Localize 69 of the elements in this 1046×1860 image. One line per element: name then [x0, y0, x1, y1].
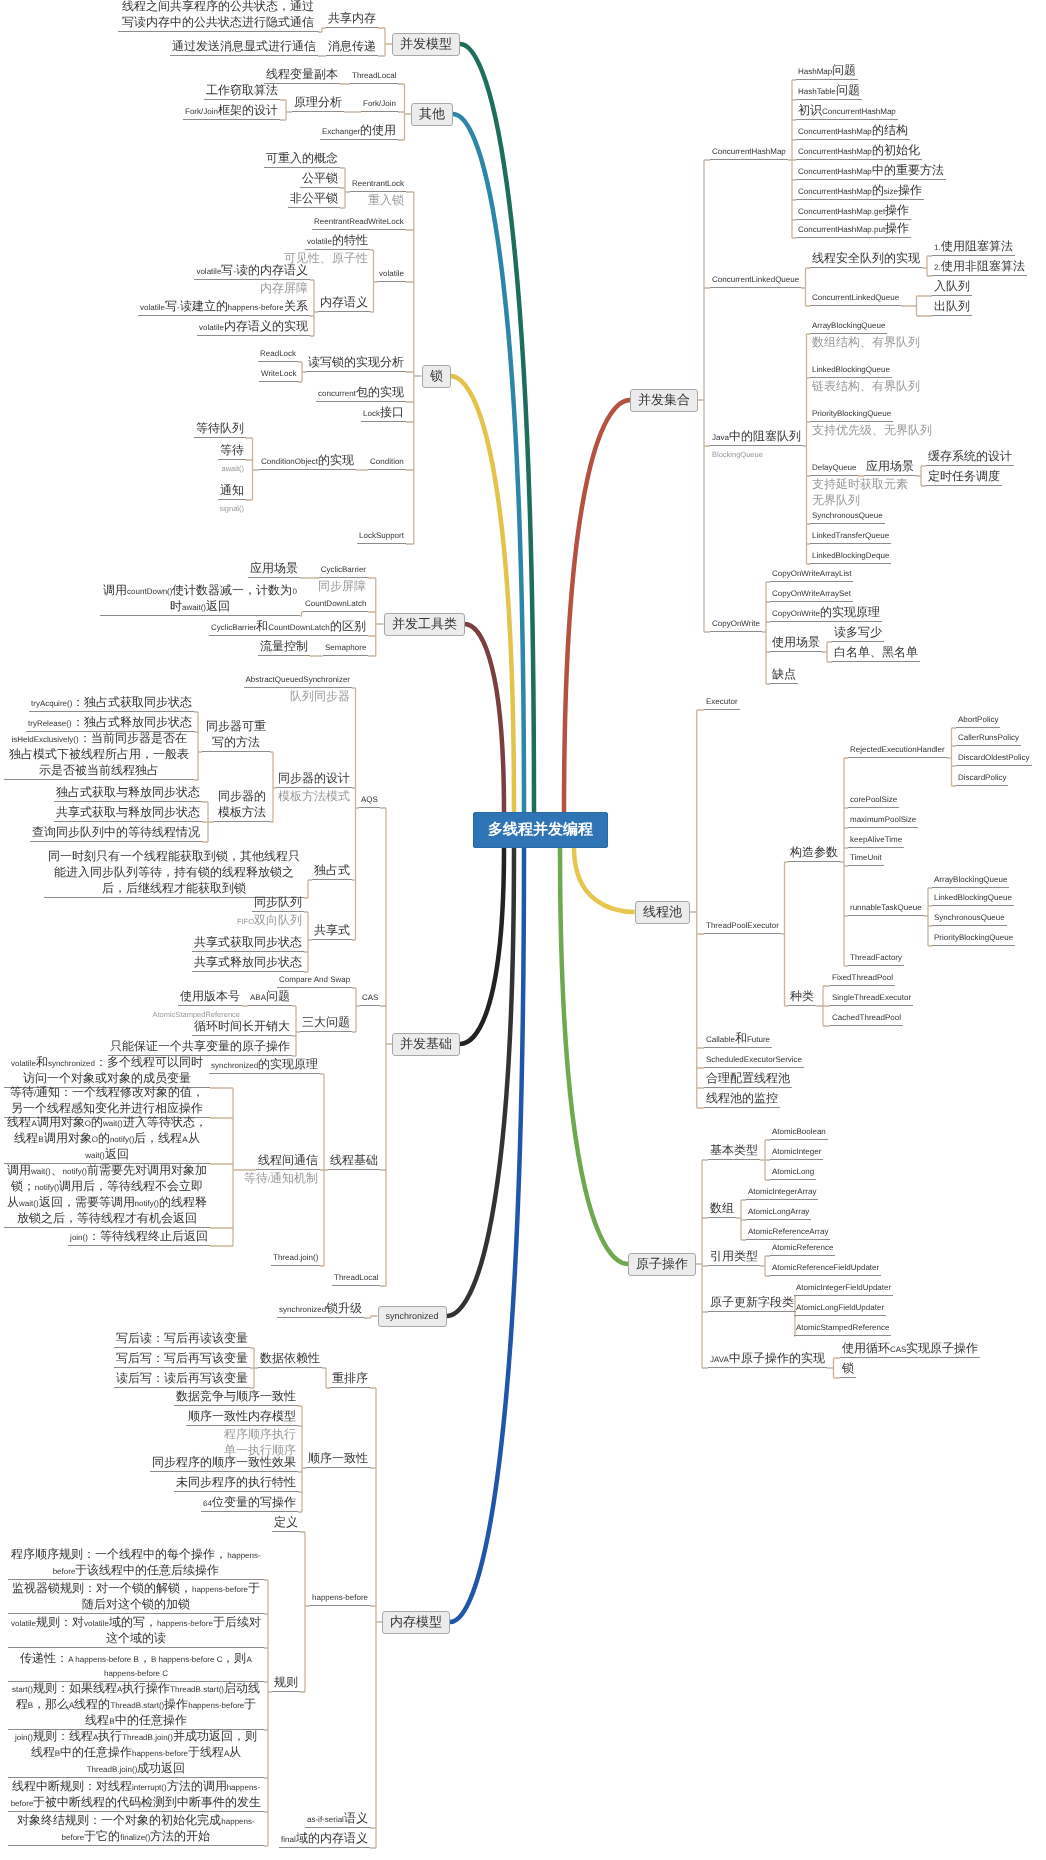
branch-curve: [452, 111, 527, 812]
connector-line: [297, 361, 307, 383]
connector-line: [735, 1199, 747, 1241]
connector-line: [309, 655, 324, 657]
connector-line: [351, 687, 360, 941]
branch-curve: [449, 848, 527, 1625]
connector-line: [317, 55, 327, 57]
connector-line: [339, 83, 351, 85]
connector-line: [815, 985, 831, 1027]
connector-line: [697, 159, 711, 633]
connector-line: [321, 1367, 331, 1389]
connector-line: [397, 83, 412, 141]
connector-line: [209, 1087, 257, 1247]
connector-line: [363, 1315, 379, 1319]
connector-line: [839, 757, 849, 967]
connector-line: [351, 987, 361, 1033]
connector-line: [369, 1387, 383, 1849]
connector-line: [193, 711, 203, 781]
connector-line: [802, 333, 811, 565]
connector-line: [921, 255, 933, 277]
connector-line: [299, 577, 320, 579]
connector-line: [279, 99, 293, 121]
connector-line: [787, 79, 797, 239]
connector-line: [339, 167, 351, 209]
connector-line: [761, 581, 771, 685]
connector-line: [355, 469, 369, 471]
connector-line: [369, 249, 378, 313]
connector-line: [759, 1139, 771, 1181]
connector-line: [291, 1005, 301, 1057]
branch-curve: [459, 847, 507, 1047]
branch-curve: [459, 41, 537, 812]
connector-line: [297, 1405, 307, 1513]
connector-line: [377, 27, 393, 57]
branch-curve: [561, 397, 631, 813]
connector-line: [299, 611, 304, 617]
connector-line: [780, 861, 789, 1007]
connector-line: [245, 437, 260, 501]
connector-line: [309, 279, 319, 337]
connector-line: [946, 727, 957, 787]
connector-line: [405, 191, 423, 545]
connector-line: [367, 577, 385, 657]
connector-line: [793, 1295, 797, 1337]
connector-line: [319, 1073, 329, 1267]
connector-line: [249, 1347, 259, 1389]
connector-line: [759, 1255, 771, 1277]
branch-curve: [445, 847, 517, 1319]
connector-line: [923, 887, 933, 947]
connector-line: [343, 111, 362, 113]
connector-line: [201, 801, 215, 843]
connector-line: [303, 911, 313, 973]
branch-curve: [557, 847, 629, 1267]
connector-line: [379, 807, 393, 1287]
connector-line: [269, 751, 277, 823]
connector-line: [826, 1357, 841, 1379]
connector-line: [695, 1159, 709, 1369]
connector-line: [299, 1531, 311, 1693]
connector-line: [900, 295, 933, 317]
connector-line: [317, 27, 327, 33]
connector-line: [688, 709, 705, 1109]
connector-line: [857, 475, 865, 477]
connector-line: [915, 465, 927, 487]
branch-curve: [571, 847, 635, 915]
branch-curve: [449, 373, 517, 813]
connector-line: [263, 1579, 273, 1847]
connector-line: [800, 267, 811, 307]
connector-line: [241, 1005, 249, 1007]
connector-line: [821, 641, 833, 663]
branch-curve: [464, 621, 507, 813]
connector-line: [303, 879, 313, 899]
